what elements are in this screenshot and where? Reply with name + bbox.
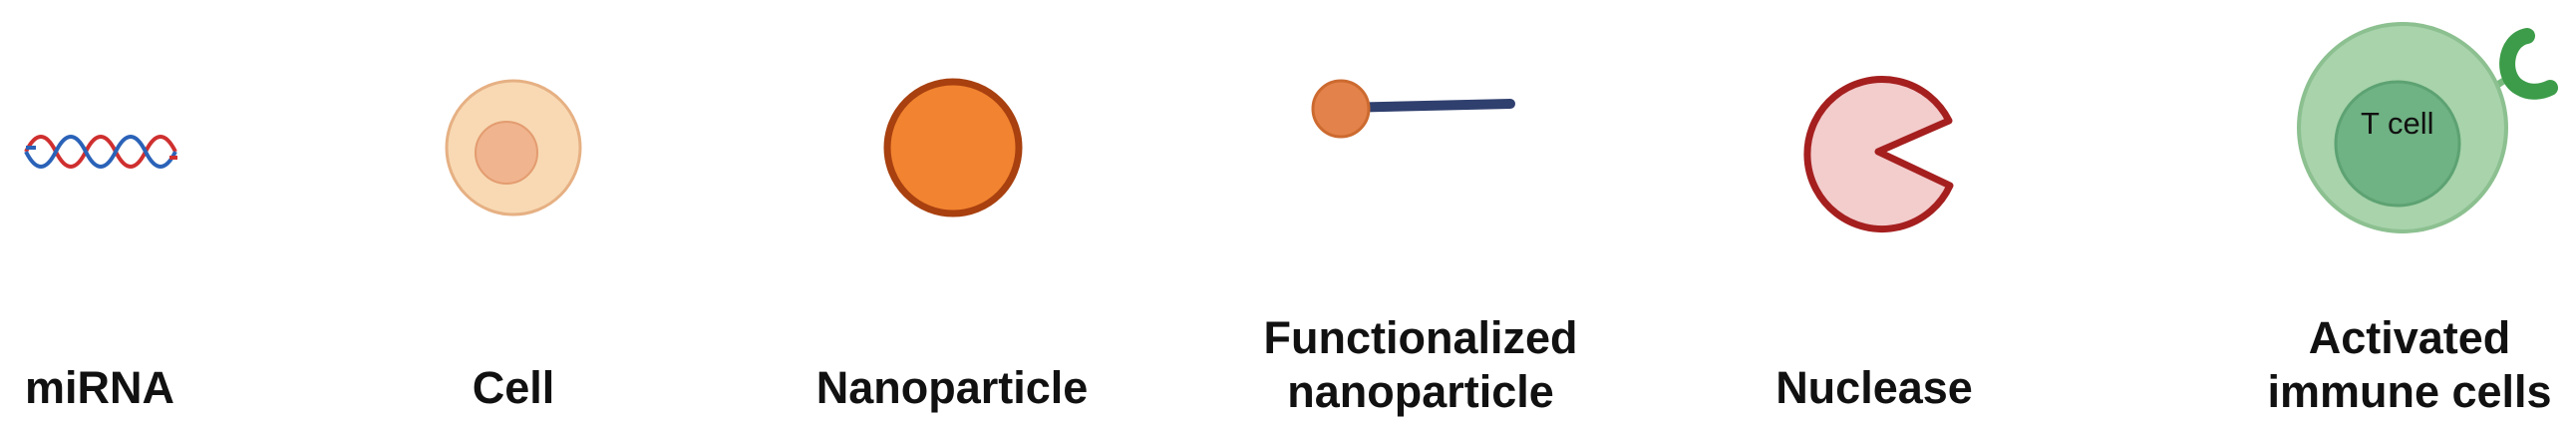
label-nanoparticle: Nanoparticle (815, 362, 1089, 413)
legend-item-nanoparticle: Nanoparticle (812, 0, 1092, 433)
label-functionalized-nanoparticle: Functionalized nanoparticle (1261, 311, 1580, 419)
receptor-cup (2499, 28, 2558, 100)
ligand-ball (1311, 79, 1371, 139)
label-functionalized-line2: nanoparticle (1287, 366, 1554, 417)
legend-item-cell: Cell (399, 0, 628, 433)
label-activated-immune-cells: Activated immune cells (2243, 311, 2576, 419)
nuclease-shape (1803, 76, 1954, 233)
t-cell-label: T cell (2361, 106, 2434, 141)
legend-item-activated-immune-cells: T cell Activated immune cells (2243, 0, 2576, 433)
nuclease-icon (1803, 76, 1954, 233)
nanoparticle-sphere (883, 78, 1023, 217)
cell-nucleus (475, 121, 538, 185)
t-cell-nucleus (2334, 80, 2461, 208)
label-activated-line2: immune cells (2267, 366, 2552, 417)
functionalized-nanoparticle-icon (1311, 79, 1515, 139)
dna-strand-blue (24, 135, 177, 169)
label-functionalized-line1: Functionalized (1263, 312, 1578, 363)
label-mirna: miRNA (24, 362, 174, 413)
cell-icon (445, 79, 582, 216)
legend-item-nuclease: Nuclease (1760, 0, 1989, 433)
t-cell-icon: T cell (2297, 22, 2558, 233)
nanoparticle-icon (883, 78, 1023, 217)
legend-item-mirna: miRNA (0, 0, 199, 433)
legend-item-functionalized-nanoparticle: Functionalized nanoparticle (1261, 0, 1580, 433)
label-nuclease: Nuclease (1775, 362, 1973, 413)
label-cell: Cell (472, 362, 555, 413)
dna-strand-red (24, 135, 177, 169)
dna-helix-icon (24, 135, 177, 169)
label-activated-line1: Activated (2308, 312, 2511, 363)
